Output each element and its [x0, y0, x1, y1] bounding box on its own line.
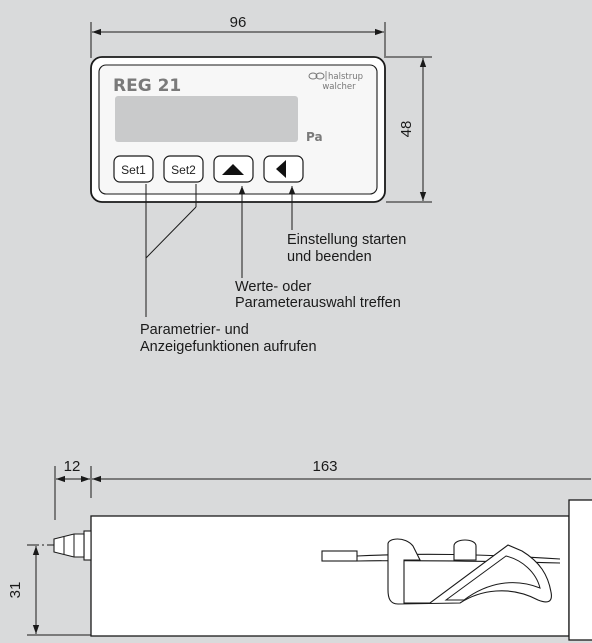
up-button[interactable]	[213, 155, 254, 183]
display-window	[115, 96, 298, 142]
annotation-start-end: Einstellung starten und beenden	[287, 232, 406, 265]
annotation-call-functions-line1: Parametrier- und	[140, 322, 249, 338]
dimension-label-48: 48	[398, 121, 415, 138]
dimension-length-163: 163	[92, 458, 591, 483]
dimension-fitting-12: 12	[54, 458, 92, 520]
left-button[interactable]	[263, 155, 304, 183]
dimension-label-163: 163	[312, 458, 337, 475]
maker-name-line1: halstrup	[328, 72, 363, 82]
dimension-label-31: 31	[7, 582, 24, 599]
device-front-panel: REG 21 halstrup walcher Pa Set1 Set2	[90, 56, 386, 203]
annotation-select-value-line1: Werte- oder	[235, 279, 311, 295]
pressure-fitting	[53, 530, 92, 561]
set1-label: Set1	[121, 163, 146, 177]
mounting-clamp	[321, 538, 561, 605]
leader-lines	[145, 184, 296, 317]
set2-label: Set2	[171, 163, 196, 177]
annotation-call-functions-line2: Anzeigefunktionen aufrufen	[140, 339, 317, 355]
device-model: REG 21	[113, 76, 181, 96]
dimension-label-12: 12	[64, 458, 81, 475]
dimension-width-96: 96	[90, 14, 386, 58]
maker-name-line2: walcher	[322, 82, 356, 92]
unit-label: Pa	[306, 130, 323, 144]
triangle-up-icon	[222, 164, 244, 175]
annotation-start-end-line1: Einstellung starten	[287, 232, 406, 248]
annotation-call-functions: Parametrier- und Anzeigefunktionen aufru…	[140, 322, 317, 355]
dimension-label-96: 96	[230, 14, 247, 31]
triangle-left-icon	[276, 160, 286, 178]
dimension-height-48: 48	[386, 56, 432, 203]
annotation-start-end-line2: und beenden	[287, 249, 372, 265]
set1-button[interactable]: Set1	[113, 155, 154, 183]
dimension-height-31: 31	[7, 544, 92, 636]
infinity-logo-icon	[308, 71, 327, 81]
side-view: 12 163 31	[7, 458, 592, 641]
annotation-select-value-line2: Parameterauswahl treffen	[235, 295, 401, 311]
annotation-select-value: Werte- oder Parameterauswahl treffen	[235, 279, 401, 311]
set2-button[interactable]: Set2	[163, 155, 204, 183]
front-view: 96 48 REG 21 halstrup walcher Pa	[90, 14, 432, 355]
